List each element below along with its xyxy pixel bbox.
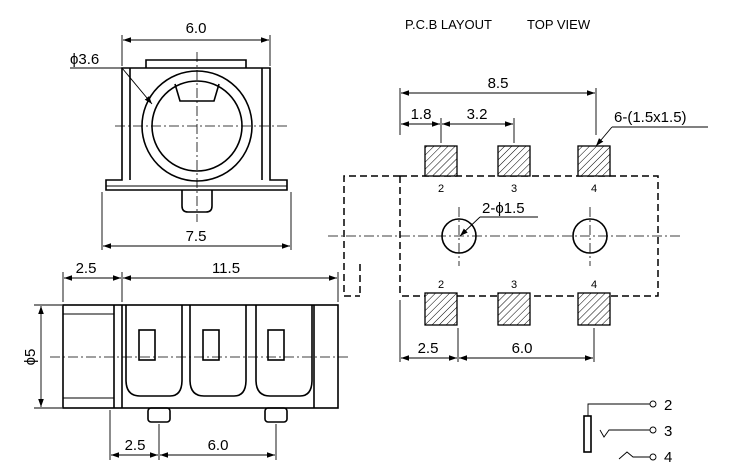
schematic-pin-4: 4 xyxy=(664,449,672,466)
pcb-dim-bottom-b: 6.0 xyxy=(512,340,533,357)
pcb-pad-bottom-2 xyxy=(424,292,458,326)
pcb-pad-bottom-3 xyxy=(497,292,531,326)
side-view: 2.5 11.5 ϕ5 2.5 6.0 xyxy=(22,260,348,460)
side-dim-diameter: ϕ5 xyxy=(22,349,39,366)
side-dim-bottom-b: 6.0 xyxy=(208,437,229,454)
pcb-layout-title: P.C.B LAYOUT xyxy=(405,17,492,32)
pcb-pad-label-bottom-4: 4 xyxy=(591,279,597,291)
schematic-pin-3: 3 xyxy=(664,423,672,440)
pcb-pad-bottom-4 xyxy=(577,292,611,326)
pcb-dim-pitch-a: 1.8 xyxy=(411,106,432,123)
pcb-pad-label-top-3: 3 xyxy=(511,183,517,195)
front-dim-top: 6.0 xyxy=(186,20,207,37)
pcb-dim-width: 8.5 xyxy=(488,75,509,92)
pcb-pad-label-bottom-2: 2 xyxy=(438,279,444,291)
pcb-pad-top-4 xyxy=(577,145,611,177)
pcb-pad-top-3 xyxy=(497,145,531,177)
schematic-symbol: 2 3 4 xyxy=(583,397,672,466)
schematic-pin-2: 2 xyxy=(664,397,672,414)
pcb-dim-pitch-b: 3.2 xyxy=(467,106,488,123)
pcb-dim-hole: 2-ϕ1.5 xyxy=(482,200,525,217)
pcb-pad-top-2 xyxy=(424,145,458,177)
side-dim-left: 2.5 xyxy=(76,260,97,277)
pcb-view-title: TOP VIEW xyxy=(527,17,591,32)
pcb-dim-pad: 6-(1.5x1.5) xyxy=(614,109,687,126)
front-dim-bore: ϕ3.6 xyxy=(70,51,99,68)
pcb-layout: P.C.B LAYOUT TOP VIEW 8.5 1.8 3.2 6-(1.5… xyxy=(328,17,708,362)
front-dim-bottom: 7.5 xyxy=(186,228,207,245)
side-dim-bottom-a: 2.5 xyxy=(125,437,146,454)
side-dim-length: 11.5 xyxy=(212,260,240,277)
pcb-pad-label-bottom-3: 3 xyxy=(511,279,517,291)
front-view: 6.0 ϕ3.6 7.5 xyxy=(70,20,292,250)
pcb-pad-label-top-4: 4 xyxy=(591,183,597,195)
pcb-dim-bottom-a: 2.5 xyxy=(418,340,439,357)
pcb-pad-label-top-2: 2 xyxy=(438,183,444,195)
